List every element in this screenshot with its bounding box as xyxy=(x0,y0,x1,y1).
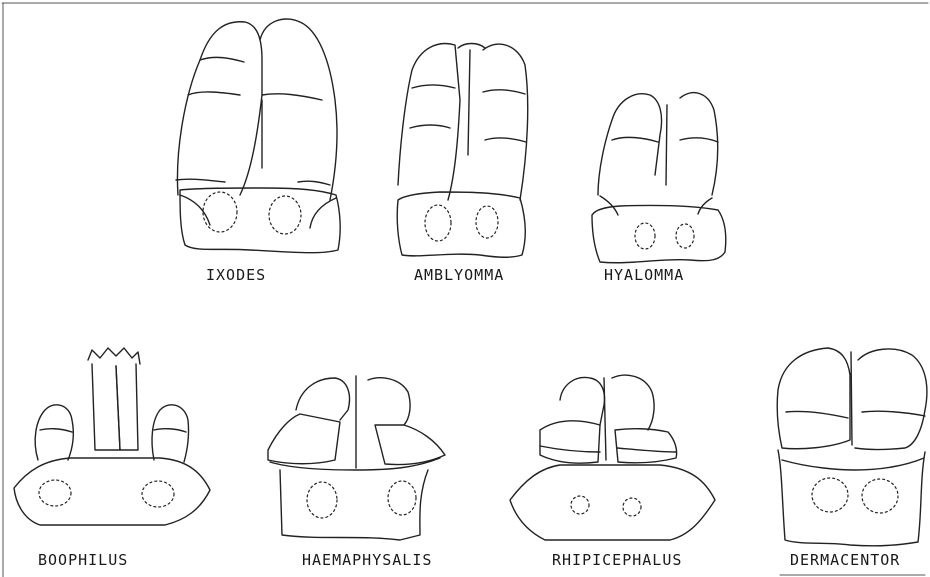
haemaphysalis-capitulum xyxy=(268,376,445,540)
porose-area-right xyxy=(676,224,694,248)
label-boophilus: BOOPHILUS xyxy=(38,551,128,569)
porose-area-left xyxy=(635,223,655,249)
amblyomma-capitulum xyxy=(397,44,528,258)
porose-area-right xyxy=(623,498,641,516)
porose-area-left xyxy=(203,192,237,232)
rhipicephalus-capitulum xyxy=(510,375,715,540)
ixodes-capitulum xyxy=(176,19,340,253)
porose-area-right xyxy=(142,481,174,507)
porose-area-left xyxy=(425,205,451,241)
hyalomma-capitulum xyxy=(592,93,726,263)
porose-area-right xyxy=(269,196,301,234)
label-ixodes: IXODES xyxy=(206,266,266,284)
label-rhipicephalus: RHIPICEPHALUS xyxy=(552,551,682,569)
dermacentor-capitulum xyxy=(777,348,927,546)
porose-area-left xyxy=(307,482,337,518)
porose-area-left xyxy=(39,480,71,506)
porose-area-right xyxy=(476,206,498,238)
boophilus-capitulum xyxy=(14,348,210,525)
label-haemaphysalis: HAEMAPHYSALIS xyxy=(302,551,432,569)
porose-area-right xyxy=(862,479,898,513)
porose-area-right xyxy=(388,481,416,515)
label-hyalomma: HYALOMMA xyxy=(604,266,684,284)
porose-area-left xyxy=(812,478,848,512)
label-amblyomma: AMBLYOMMA xyxy=(414,266,504,284)
porose-area-left xyxy=(571,496,589,514)
label-dermacentor: DERMACENTOR xyxy=(790,551,900,569)
